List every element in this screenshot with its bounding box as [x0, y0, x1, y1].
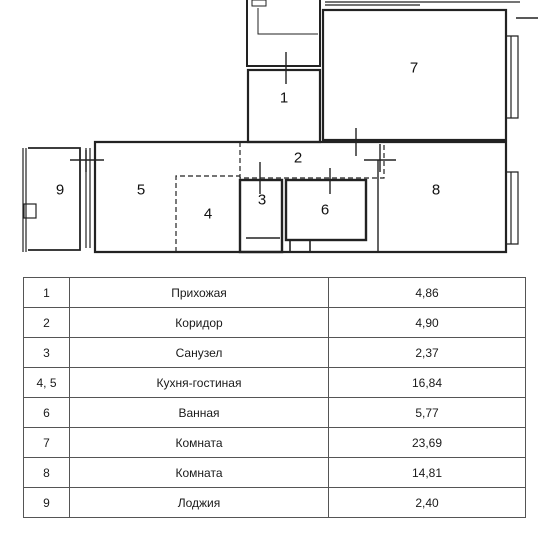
room-7-outline [321, 8, 508, 142]
room-9-outline [28, 147, 81, 251]
room-name: Санузел [69, 337, 329, 368]
table-row: 1 Прихожая 4,86 [23, 277, 526, 308]
room-label-2: 2 [294, 150, 302, 167]
room-name: Комната [69, 457, 329, 488]
room-area: 23,69 [328, 427, 526, 458]
room-name: Лоджия [69, 487, 329, 518]
room-4-dashed [175, 175, 240, 252]
room-name: Кухня-гостиная [69, 367, 329, 398]
room-name: Коридор [69, 307, 329, 338]
table-row: 2 Коридор 4,90 [23, 307, 526, 338]
room-7-window [506, 35, 519, 119]
room-number: 8 [23, 457, 70, 488]
room-name: Ванная [69, 397, 329, 428]
shaft-box [289, 239, 311, 253]
room-area: 5,77 [328, 397, 526, 428]
room-3-outline [238, 178, 284, 254]
upper-small-box [251, 0, 267, 7]
floor-plan: 1 2 3 4 5 6 7 8 9 [22, 0, 538, 254]
table-row: 9 Лоджия 2,40 [23, 487, 526, 518]
room-label-9: 9 [56, 182, 64, 199]
room-9-left-wall [22, 148, 27, 252]
room-area: 4,90 [328, 307, 526, 338]
room-label-6: 6 [321, 202, 329, 219]
table-row: 3 Санузел 2,37 [23, 337, 526, 368]
room-label-4: 4 [204, 206, 212, 223]
room-area: 16,84 [328, 367, 526, 398]
room-number: 9 [23, 487, 70, 518]
room-number: 1 [23, 277, 70, 308]
upper-top-lines [325, 1, 520, 6]
room-number: 4, 5 [23, 367, 70, 398]
room-area: 14,81 [328, 457, 526, 488]
room-name: Прихожая [69, 277, 329, 308]
rooms-table: 1 Прихожая 4,86 2 Коридор 4,90 3 Санузел… [23, 277, 526, 518]
corridor-dashed [239, 142, 385, 179]
room-number: 2 [23, 307, 70, 338]
table-row: 7 Комната 23,69 [23, 427, 526, 458]
room-number: 7 [23, 427, 70, 458]
room-label-5: 5 [137, 182, 145, 199]
room-label-7: 7 [410, 60, 418, 77]
upper-inner-line [257, 8, 318, 35]
table-row: 6 Ванная 5,77 [23, 397, 526, 428]
room-area: 4,86 [328, 277, 526, 308]
room-area: 2,40 [328, 487, 526, 518]
table-row: 8 Комната 14,81 [23, 457, 526, 488]
room-name: Комната [69, 427, 329, 458]
upper-wall-stub [246, 0, 321, 67]
table-row: 4, 5 Кухня-гостиная 16,84 [23, 367, 526, 398]
room-label-1: 1 [280, 90, 288, 107]
room-label-3: 3 [258, 192, 266, 209]
room-9-box [23, 203, 37, 219]
room-number: 3 [23, 337, 70, 368]
room-number: 6 [23, 397, 70, 428]
room-area: 2,37 [328, 337, 526, 368]
door-marks [70, 52, 396, 194]
room-8-window [506, 171, 519, 245]
room-label-8: 8 [432, 182, 440, 199]
